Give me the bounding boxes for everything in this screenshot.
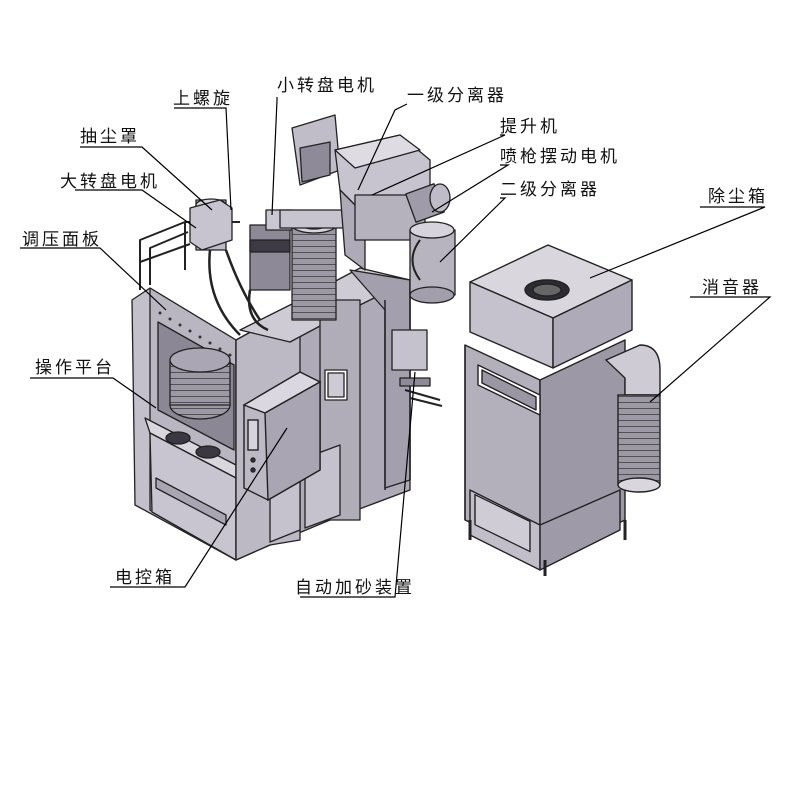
label-elevator: 提升机 <box>500 117 560 137</box>
label-pressure-panel: 调压面板 <box>22 230 102 250</box>
small-turntable-motor-shape <box>249 209 293 291</box>
label-primary-separator: 一级分离器 <box>407 86 507 106</box>
leader-lines <box>20 97 772 598</box>
label-upper-screw: 上螺旋 <box>173 89 233 109</box>
label-operating-platform: 操作平台 <box>35 358 115 378</box>
secondary-separator-shape <box>409 221 456 304</box>
gun-swing-motor-shape <box>405 183 451 223</box>
cylinder-motor <box>279 209 351 321</box>
label-small-turntable-motor: 小转盘电机 <box>277 76 377 96</box>
back-tower <box>349 269 411 489</box>
pressure-panel-shape <box>189 199 233 251</box>
main-blasting-machine <box>131 114 456 561</box>
silencer-shape <box>604 344 661 493</box>
label-gun-swing-motor: 喷枪摆动电机 <box>500 147 620 167</box>
label-large-turntable-motor: 大转盘电机 <box>60 172 160 192</box>
label-silencer: 消音器 <box>702 278 762 298</box>
turntable-drum <box>169 347 231 420</box>
label-dust-box: 除尘箱 <box>708 187 768 207</box>
label-dust-hood: 抽尘罩 <box>80 127 140 147</box>
panel-bolts <box>158 311 232 357</box>
label-secondary-separator: 二级分离器 <box>500 180 600 200</box>
label-electric-control-box: 电控箱 <box>115 568 175 588</box>
label-auto-sand-feeder: 自动加砂装置 <box>295 578 415 598</box>
dust-collector <box>464 244 633 576</box>
